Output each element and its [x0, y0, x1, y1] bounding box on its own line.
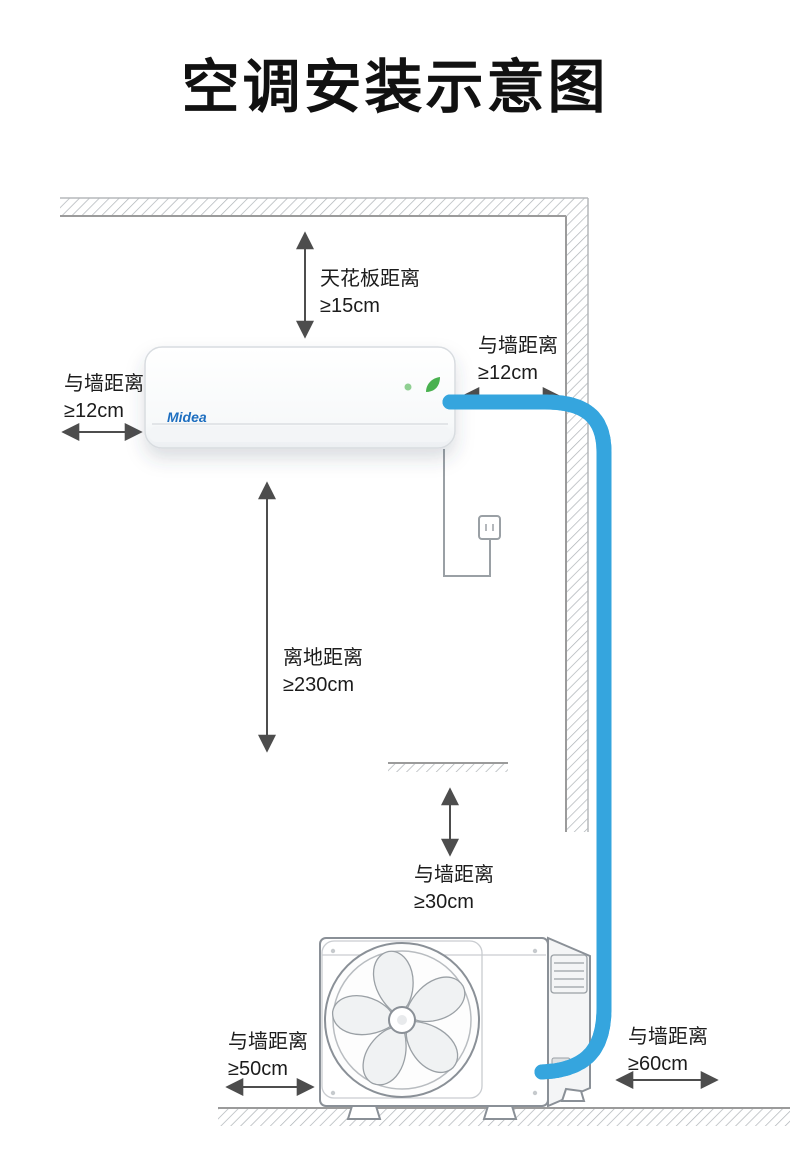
fan-inner-ring — [332, 950, 472, 1090]
corner-screws — [330, 948, 538, 1096]
page-title: 空调安装示意图 — [181, 55, 609, 120]
eco-leaf-icon — [426, 377, 440, 392]
label-floor-clearance: 离地距离 ≥230cm — [283, 645, 363, 699]
label-floor-clearance-value: ≥230cm — [283, 674, 355, 696]
label-ceiling-distance-value: ≥15cm — [320, 295, 380, 317]
power-cord-line — [443, 449, 491, 577]
right-wall-band — [566, 216, 588, 832]
label-bottom-right-wall-distance-value: ≥60cm — [628, 1053, 688, 1075]
unit-feet — [346, 1087, 586, 1120]
label-mid-wall-distance-value: ≥30cm — [414, 891, 474, 913]
status-dot-icon — [404, 383, 412, 391]
brand-logo: Midea — [167, 409, 207, 425]
side-grille — [550, 954, 588, 994]
indoor-unit-bottom-strip — [149, 426, 451, 442]
indoor-unit: Midea — [144, 346, 456, 449]
label-bottom-right-wall-distance-name: 与墙距离 — [628, 1026, 708, 1048]
foot-right — [482, 1105, 518, 1120]
right-wall-hatch — [565, 198, 589, 832]
label-ceiling-distance-name: 天花板距离 — [320, 268, 420, 290]
label-right-wall-distance-value: ≥12cm — [478, 362, 538, 384]
label-bottom-left-wall-distance-value: ≥50cm — [228, 1058, 288, 1080]
ceiling-hatch — [60, 197, 588, 217]
outdoor-unit — [319, 936, 591, 1120]
foot-left — [346, 1105, 382, 1120]
label-right-wall-distance: 与墙距离 ≥12cm — [478, 333, 558, 387]
label-left-wall-distance-name: 与墙距离 — [64, 373, 144, 395]
fan-blades — [332, 950, 466, 1086]
label-ceiling-distance: 天花板距离 ≥15cm — [320, 266, 420, 320]
label-left-wall-distance: 与墙距离 ≥12cm — [64, 371, 144, 425]
power-cord — [443, 449, 501, 577]
label-mid-wall-distance: 与墙距离 ≥30cm — [414, 862, 494, 916]
label-left-wall-distance-value: ≥12cm — [64, 400, 124, 422]
fan-hub-cap — [397, 1015, 407, 1025]
mid-ledge — [388, 762, 508, 772]
label-bottom-left-wall-distance: 与墙距离 ≥50cm — [228, 1029, 308, 1083]
mid-ledge-band — [388, 764, 508, 772]
label-bottom-right-wall-distance: 与墙距离 ≥60cm — [628, 1024, 708, 1078]
indicator-display — [404, 377, 440, 392]
pipe-corrugation-rings — [442, 394, 612, 1080]
refrigerant-pipe — [442, 394, 612, 1080]
label-bottom-left-wall-distance-name: 与墙距离 — [228, 1031, 308, 1053]
label-right-wall-distance-name: 与墙距离 — [478, 335, 558, 357]
label-mid-wall-distance-name: 与墙距离 — [414, 864, 494, 886]
label-floor-clearance-name: 离地距离 — [283, 647, 363, 669]
ceiling-band — [60, 198, 588, 216]
wall-socket — [478, 515, 501, 540]
foot-side — [560, 1087, 586, 1102]
